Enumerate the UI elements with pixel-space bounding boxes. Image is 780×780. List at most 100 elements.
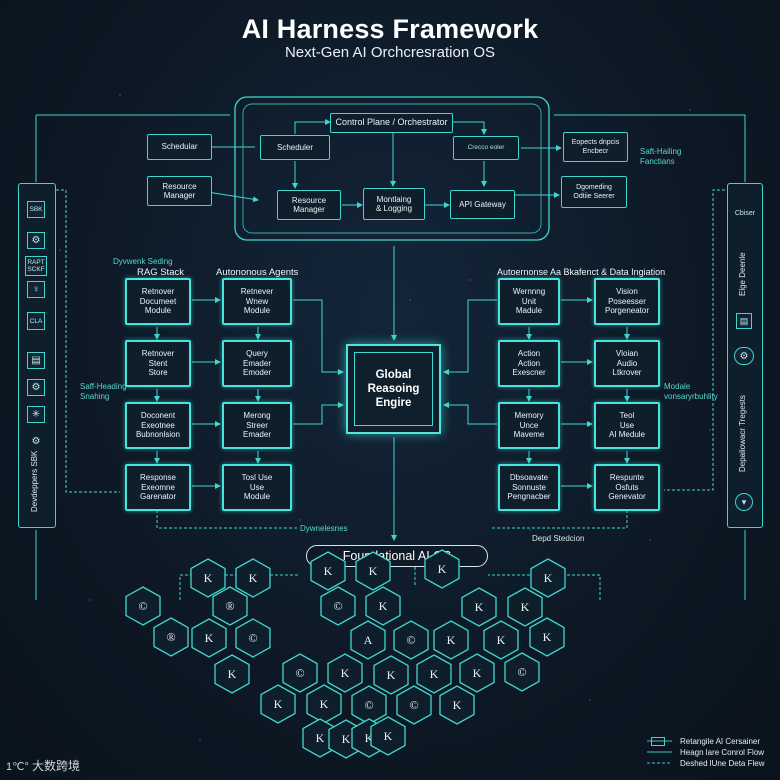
hex-cell: K <box>354 551 392 591</box>
perception-box-1[interactable]: Wernnng Unit Madule <box>498 278 560 325</box>
gear-icon[interactable]: ⚙ <box>31 436 41 447</box>
scheduler-inner-box[interactable]: Scheduler <box>260 135 330 160</box>
hex-glyph: K <box>378 598 388 613</box>
hex-glyph: © <box>364 697 374 712</box>
cla-icon[interactable]: CLA <box>27 312 45 330</box>
hex-cell: © <box>395 685 433 725</box>
legend-item-2: Heagn lare Conrol Flow <box>680 748 765 757</box>
hex-glyph: K <box>543 570 553 585</box>
agent-box-4[interactable]: Tosl Use Use Module <box>222 464 292 511</box>
scheduler-outer-box[interactable]: Schedular <box>147 134 212 160</box>
left-panel-label: Devdeppers SBK <box>30 450 39 512</box>
rag-box-4[interactable]: Response Exeomne Garenator <box>125 464 191 511</box>
hex-cell: K <box>423 549 461 589</box>
probe-icon[interactable]: ♀ <box>27 281 45 298</box>
page-subtitle: Next-Gen AI Orchcresration OS <box>284 44 496 61</box>
page-title: AI Harness Framework <box>241 14 539 44</box>
hex-glyph: K <box>273 696 283 711</box>
control-plane-box[interactable]: Control Plane / Orchestrator <box>330 113 453 133</box>
hex-glyph: K <box>204 630 214 645</box>
resource-manager-outer-box[interactable]: Resource Manager <box>147 176 212 206</box>
hex-glyph: © <box>517 664 527 679</box>
monitoring-logging-box[interactable]: Montlaing & Logging <box>363 188 425 220</box>
hex-cell: © <box>124 586 162 626</box>
legend-rect-icon <box>651 737 665 746</box>
hex-cell: K <box>529 558 567 598</box>
rag-box-2[interactable]: Retnover Stent Store <box>125 340 191 387</box>
hex-cell: © <box>281 653 319 693</box>
dynamic-scaling-label: Dyvwenk Seding <box>113 257 173 266</box>
cloud-icon[interactable]: Cbiser <box>734 209 756 217</box>
hex-cell: K <box>372 655 410 695</box>
multimodal-box-1[interactable]: Vision Poseesser Porgeneator <box>594 278 660 325</box>
grid-icon[interactable]: ▤ <box>27 352 45 369</box>
global-reasoning-engine[interactable]: Global Reasoing Engire <box>346 344 441 434</box>
dynamic-bottom-label: Dywnelesnes <box>300 524 348 533</box>
perception-box-3[interactable]: Memory Unce Maveme <box>498 402 560 449</box>
perception-box-2[interactable]: Action Action Exescner <box>498 340 560 387</box>
shield-icon[interactable]: ▾ <box>735 493 753 511</box>
hex-glyph: K <box>542 629 552 644</box>
hex-cell: K <box>189 558 227 598</box>
hex-cell: K <box>506 587 544 627</box>
multimodal-box-2[interactable]: Vloian Audio Ltkrover <box>594 340 660 387</box>
hex-cell: © <box>234 618 272 658</box>
hex-glyph: © <box>409 697 419 712</box>
hex-cell: K <box>458 653 496 693</box>
hex-glyph: A <box>363 632 373 647</box>
legend-item-3: Deshed lUne Deta Flew <box>680 759 765 768</box>
hex-glyph: K <box>203 570 213 585</box>
hex-cell: © <box>503 652 541 692</box>
hex-glyph: K <box>496 632 506 647</box>
right-box-2[interactable]: Dgomeding Odtiie Seerer <box>561 176 627 208</box>
resource-manager-inner-box[interactable]: Resource Manager <box>277 190 341 220</box>
hex-glyph: © <box>333 598 343 613</box>
hex-glyph: K <box>340 665 350 680</box>
right-box-1[interactable]: Eopects dnpcis Encbecr <box>563 132 628 162</box>
hex-glyph: K <box>472 665 482 680</box>
hex-cell: K <box>190 618 228 658</box>
watermark: 1℃° 大数跨境 <box>6 759 80 773</box>
hex-glyph: K <box>386 667 396 682</box>
sbk-icon[interactable]: SBK <box>27 201 45 218</box>
hex-cell: K <box>234 558 272 598</box>
cog-icon[interactable]: ⚙ <box>734 347 754 365</box>
multimodal-box-3[interactable]: Teol Use AI Medule <box>594 402 660 449</box>
check-box[interactable]: Crecco eoler <box>453 136 519 160</box>
hex-glyph: K <box>368 563 378 578</box>
perception-header-label: Autoernonse Aa Bkafenct & Data Ingiation <box>497 267 666 277</box>
hex-glyph: © <box>406 632 416 647</box>
hex-cell: K <box>309 551 347 591</box>
rapt-icon[interactable]: RAPT SCKF <box>25 256 47 276</box>
module-right-label: Modale vonsaryrbuhlity <box>664 382 718 401</box>
rag-box-1[interactable]: Retnover Documeet Module <box>125 278 191 325</box>
hex-glyph: K <box>248 570 258 585</box>
multimodal-box-4[interactable]: Respunte Osfuts Genevator <box>594 464 660 511</box>
spark-icon[interactable]: ✳ <box>27 406 45 423</box>
hex-glyph: K <box>474 599 484 614</box>
hex-glyph: ® <box>225 598 235 613</box>
agent-box-3[interactable]: Merong Streer Emader <box>222 402 292 449</box>
agent-box-1[interactable]: Retnever Wnew Module <box>222 278 292 325</box>
chip-icon[interactable]: ⚙ <box>27 379 45 396</box>
rag-box-3[interactable]: Doconent Exeotnee Bubnonlsion <box>125 402 191 449</box>
hex-glyph: K <box>364 730 374 745</box>
legend-item-1: Retangile AI Cersainer <box>680 737 761 746</box>
tool-icon[interactable]: ⚙ <box>27 232 45 249</box>
api-gateway-box[interactable]: API Gateway <box>450 190 515 219</box>
perception-box-4[interactable]: Dbsoavate Sonnuste Pengnacber <box>498 464 560 511</box>
hex-cell: ® <box>152 617 190 657</box>
rag-stack-label: RAG Stack <box>137 267 184 278</box>
hex-glyph: K <box>341 731 351 746</box>
doc-icon[interactable]: ▤ <box>736 313 752 329</box>
hex-cell: K <box>528 617 566 657</box>
hex-cell: K <box>259 684 297 724</box>
hex-glyph: K <box>319 696 329 711</box>
hex-glyph: K <box>315 730 325 745</box>
autonomous-agents-label: Autononous Agents <box>216 267 299 278</box>
hex-cell: K <box>364 586 402 626</box>
agent-box-2[interactable]: Query Emader Emoder <box>222 340 292 387</box>
hex-cell: K <box>432 620 470 660</box>
